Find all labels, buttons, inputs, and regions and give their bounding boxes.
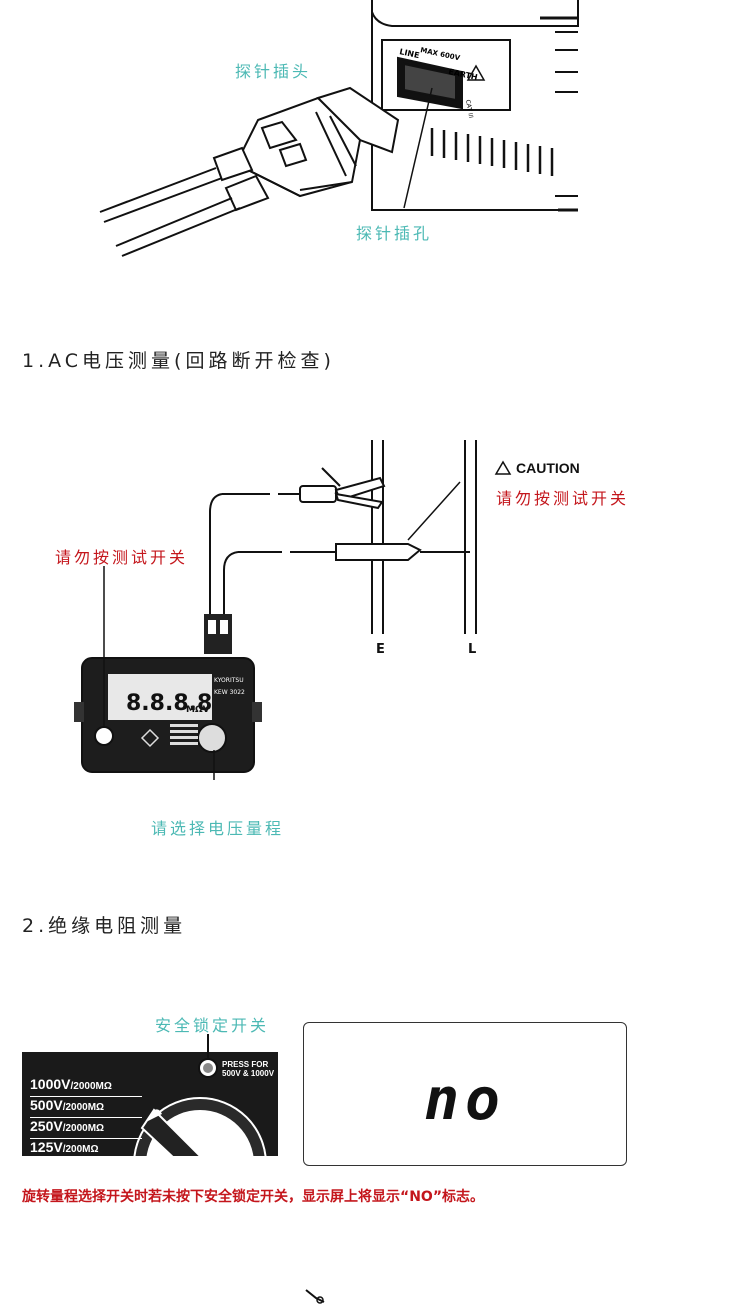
range-row: 1000V/2000MΩ (30, 1076, 142, 1097)
bottom-clip-illustration (305, 1289, 325, 1304)
meter-display-digits: 8.8.8.8 (126, 691, 212, 716)
range-select-label: 请选择电压量程 (151, 819, 285, 838)
line-l-label: L (468, 642, 477, 657)
lock-switch-label: 安全锁定开关 (155, 1016, 270, 1035)
range-row: 500V/2000MΩ (30, 1097, 142, 1118)
panel-max-text: MAX 600V (420, 46, 462, 62)
range-dial-panel: PRESS FOR 500V & 1000V 1000V/2000MΩ 500V… (22, 1052, 278, 1156)
line-e-label: E (376, 642, 385, 657)
section2-heading: 2.绝缘电阻测量 (22, 915, 187, 937)
probe-plug-illustration: LINE MAX 600V EARTH CAT III (99, 0, 579, 257)
range-row: 250V/2000MΩ (30, 1118, 142, 1139)
meter-model: KEW 3022 (214, 689, 245, 696)
lock-leader-line (207, 1034, 209, 1060)
probe-plug-label: 探针插头 (235, 62, 312, 81)
caution-text: 请勿按测试开关 (496, 489, 630, 508)
meter-brand: KYORITSU (214, 677, 244, 684)
panel-line-text: LINE (399, 47, 421, 60)
left-warning-label: 请勿按测试开关 (55, 548, 189, 567)
range-dial-knob (133, 1052, 278, 1156)
caution-warning-icon (494, 460, 512, 475)
press-for-text: PRESS FOR (222, 1060, 269, 1069)
no-display-note: 旋转量程选择开关时若未按下安全锁定开关，显示屏上将显示“NO”标志。 (22, 1189, 485, 1205)
lcd-no-text: no (424, 1065, 506, 1133)
caution-title: CAUTION (516, 460, 580, 476)
panel-warning-icon (466, 64, 486, 81)
section1-heading: 1.AC电压测量(回路断开检查) (22, 350, 335, 372)
panel-cat-text: CAT III (464, 99, 474, 119)
lcd-display-box: no (303, 1022, 627, 1166)
press-volts-text: 500V & 1000V (222, 1069, 275, 1078)
range-row: 125V/200MΩ (30, 1139, 99, 1155)
ac-voltage-diagram: 8.8.8.8 MΩV KYORITSU KEW 3022 (74, 440, 512, 780)
probe-socket-label: 探针插孔 (356, 224, 433, 243)
meter-unit: MΩV (186, 705, 210, 715)
